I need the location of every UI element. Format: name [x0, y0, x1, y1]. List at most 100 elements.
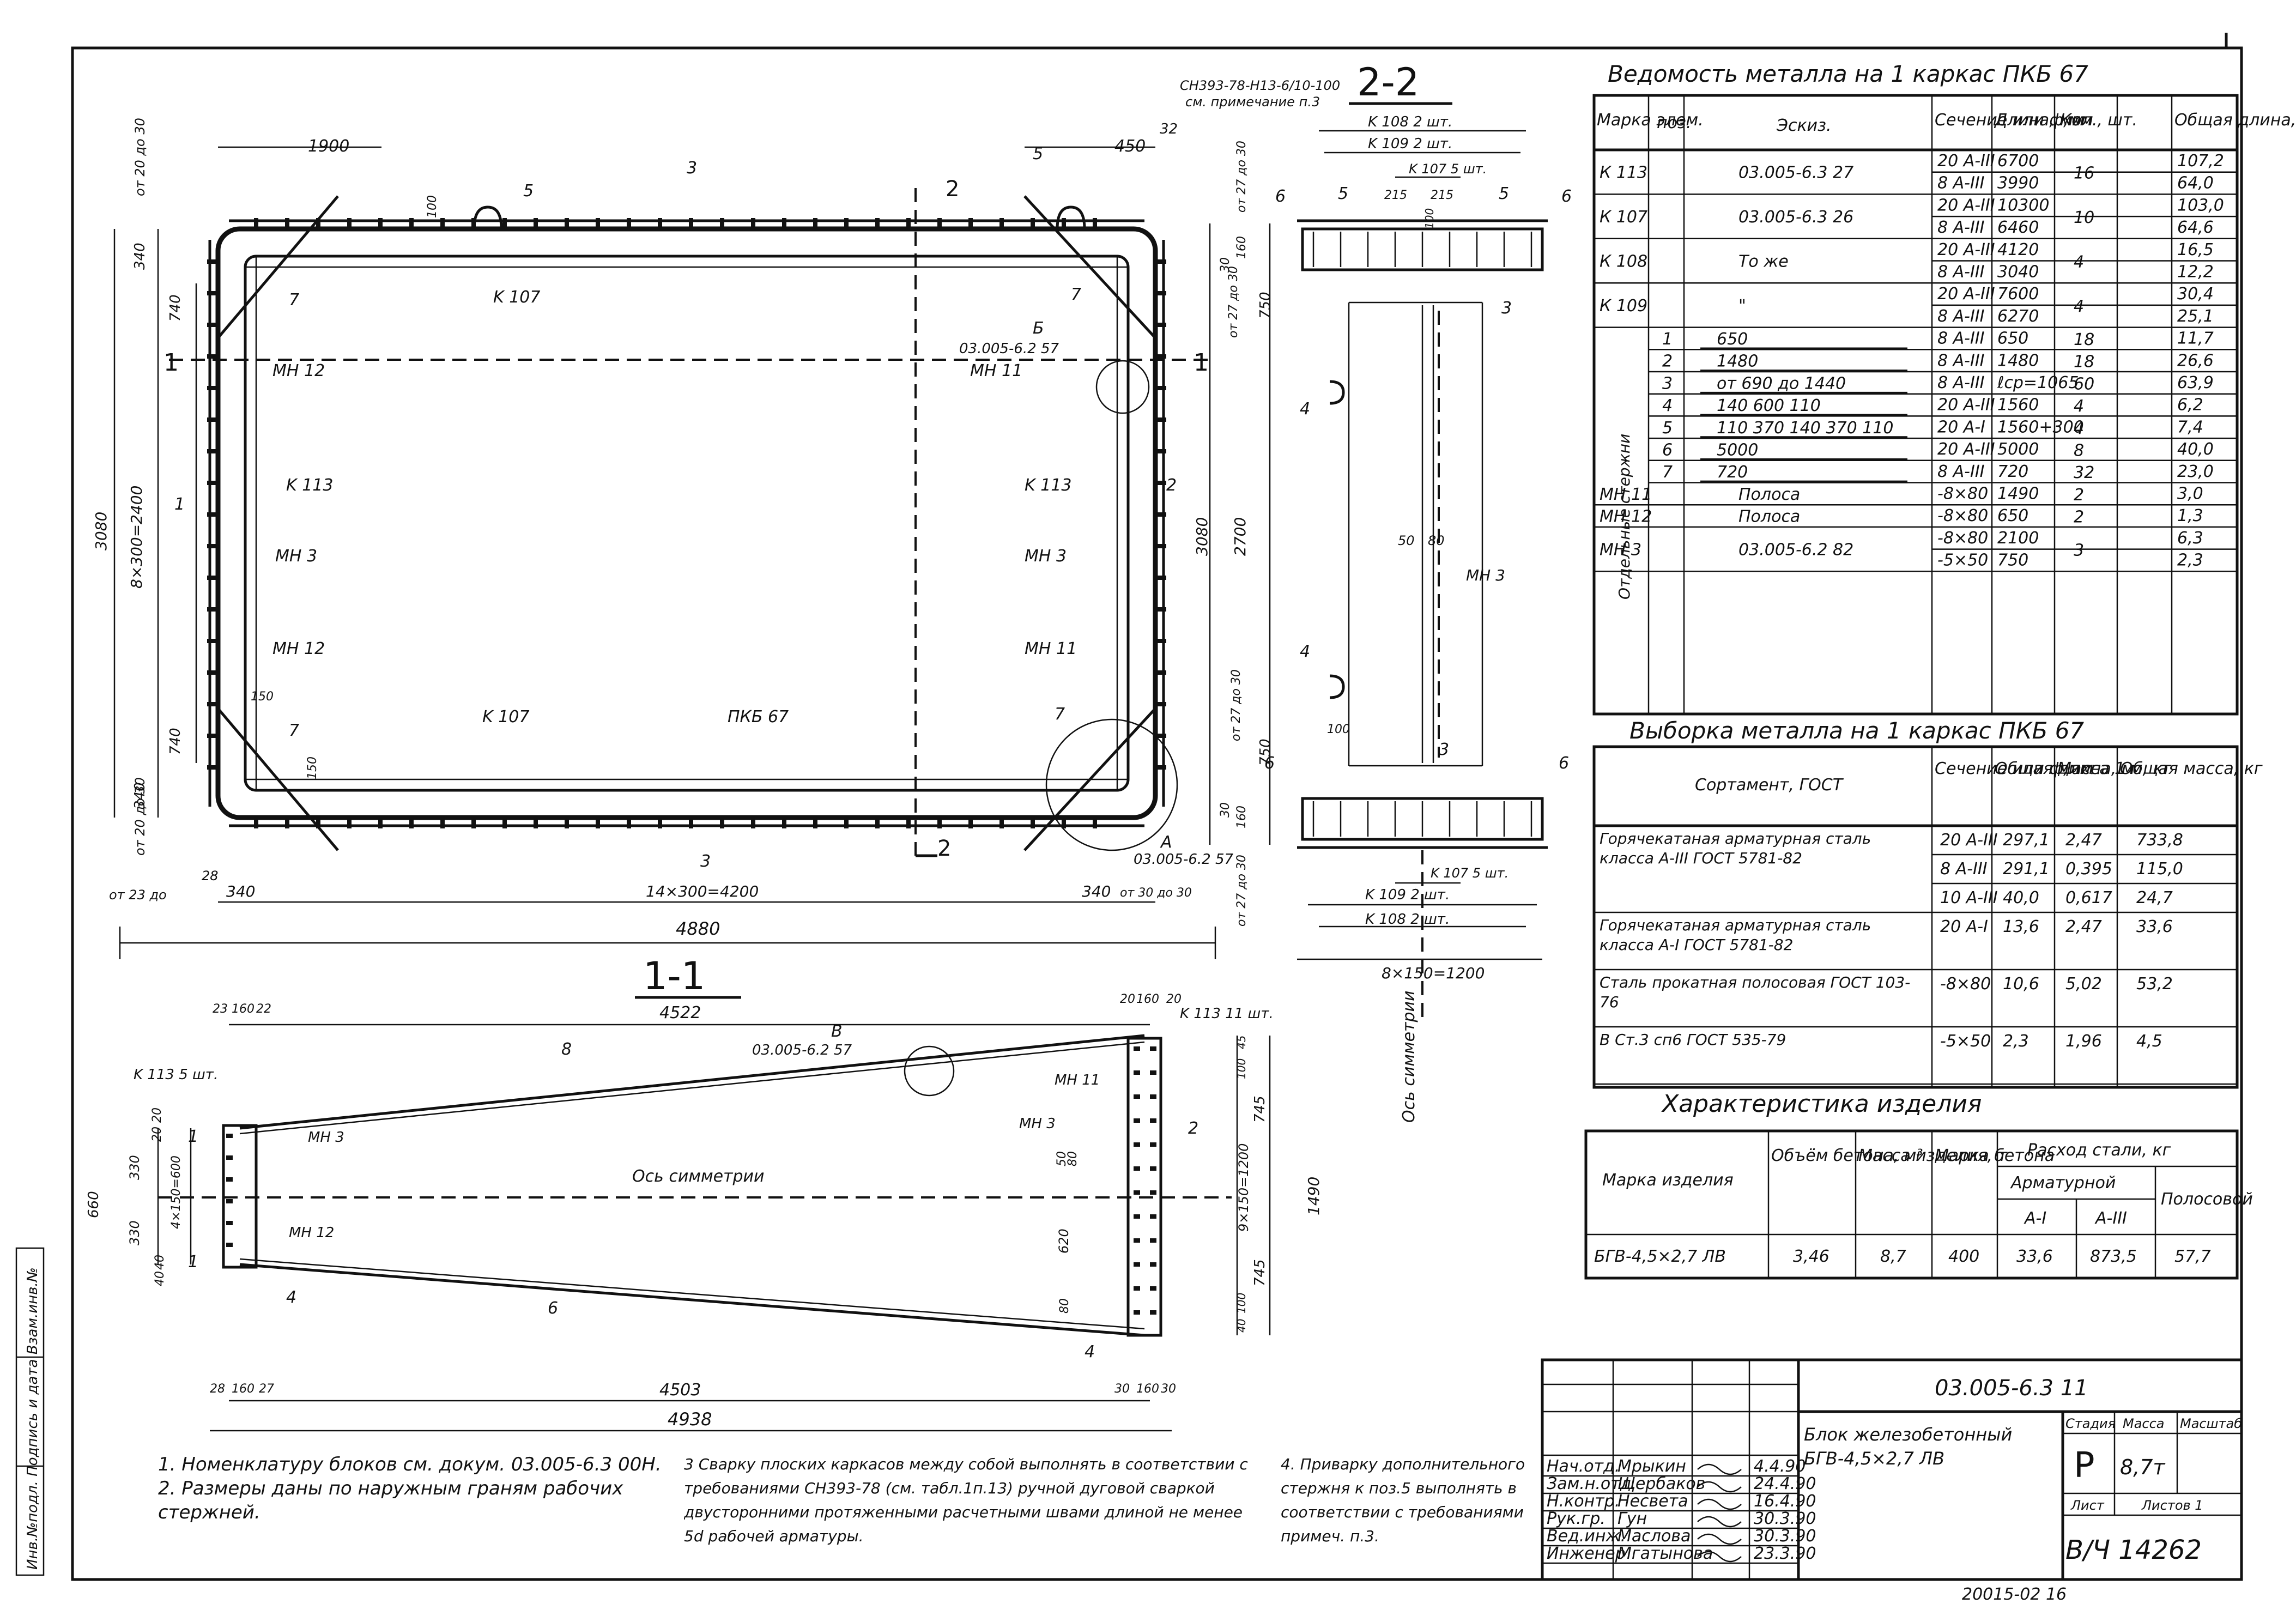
plan-dim-bottom-0: от 23 до: [109, 887, 167, 903]
metal-cell-qty: 10: [2074, 208, 2094, 227]
select-cell-section: -5×50: [1940, 1032, 1991, 1051]
rebar-tick: [316, 218, 320, 229]
select-cell-name: В Ст.3 сп6 ГОСТ 535-79: [1600, 1031, 1786, 1049]
sec22-tie-3: K 107 5 шт.: [1431, 866, 1509, 881]
column-tick: [1134, 1238, 1140, 1243]
char-row-a1: 33,6: [2016, 1247, 2053, 1266]
metal-cell-length: 1560: [1997, 396, 2039, 415]
select-cell-total: 4,5: [2136, 1032, 2162, 1051]
column-tick: [1150, 1166, 1156, 1171]
column-tick: [1150, 1094, 1156, 1099]
rebar-tick: [1062, 218, 1066, 229]
sec22-label-50: 50: [1398, 533, 1415, 548]
select-cell-section: 8 А-III: [1940, 860, 1988, 879]
sec22-left-2: 160: [1235, 236, 1249, 259]
plan-dim-left-1: 340: [132, 243, 148, 270]
sec11-l-100a: 100: [1235, 1058, 1248, 1079]
metal-cell-section: 20 А-III: [1937, 440, 1995, 459]
sec11-dt-23: 23: [213, 1002, 228, 1016]
rebar-tick: [207, 354, 218, 359]
metal-cell-section: 8 А-III: [1937, 329, 1985, 348]
plan-dim-bottom-4: 340: [1082, 882, 1111, 900]
sec11-l-20b: 20: [150, 1127, 164, 1142]
char-h-volume: Объём бетона, м³: [1771, 1146, 1923, 1165]
rebar-tick: [534, 218, 538, 229]
char-table-title: Характеристика изделия: [1661, 1090, 1982, 1118]
column-tick: [1134, 1214, 1140, 1219]
char-h-a3: А-III: [2094, 1209, 2127, 1228]
plan-section-2-top: 2: [946, 177, 959, 202]
select-h-section: Сечение или ф,мм: [1935, 759, 2093, 778]
sec11-dt-160b: 160: [1136, 992, 1159, 1006]
select-h-length: Общая длина, м: [1995, 759, 2134, 778]
metal-cell-total: 1,3: [2177, 506, 2203, 525]
select-cell-mass1: 2,47: [2065, 917, 2102, 936]
sec22-label-100: 100: [1327, 723, 1350, 736]
plan-dim-left-5: 740: [167, 728, 184, 755]
column-tick: [226, 1199, 233, 1203]
metal-cell-sketch: от 690 до 1440: [1717, 374, 1846, 393]
rebar-tick: [502, 818, 507, 828]
char-h-strip: Полосовой: [2161, 1190, 2253, 1209]
rebar-tick: [207, 323, 218, 327]
char-row-strip: 57,7: [2174, 1247, 2211, 1266]
metal-cell-length: 6460: [1997, 218, 2039, 237]
signature-scribble: [1697, 1533, 1742, 1545]
metal-cell-length: 1480: [1997, 351, 2039, 370]
select-cell-mass1: 5,02: [2065, 975, 2102, 994]
metal-cell-section: 20 А-III: [1937, 196, 1995, 215]
column-tick: [226, 1177, 233, 1182]
column-tick: [1150, 1070, 1156, 1075]
select-cell-mass1: 2,47: [2065, 831, 2102, 850]
rebar-tick: [875, 218, 880, 229]
metal-cell-length: 2100: [1997, 529, 2039, 548]
plan-dim-450: 450: [1114, 137, 1146, 156]
rebar-tick: [596, 218, 600, 229]
metal-cell-section: 20 А-III: [1937, 240, 1995, 259]
section-1-1: 1-1 23 160 22 4522 20 160 20 28 160 27 4…: [86, 954, 1323, 1432]
metal-cell-section: 8 А-III: [1937, 263, 1985, 282]
char-h-a1: А-I: [2024, 1209, 2046, 1228]
sec11-db-28: 28: [210, 1382, 225, 1396]
rebar-tick: [207, 417, 218, 422]
metal-cell-pos: 6: [1662, 440, 1673, 459]
metal-cell-length: 1560+300: [1997, 417, 2084, 437]
rebar-tick: [207, 576, 218, 580]
metal-cell-total: 23,0: [2177, 462, 2214, 481]
plan-pos-7a: 7: [289, 290, 299, 310]
sec22-bottom-dim: 8×150=1200: [1382, 964, 1485, 982]
metal-cell-length: 10300: [1997, 196, 2049, 215]
plan-dim-left-4: 3080: [92, 512, 110, 550]
plan-inner-frame: [244, 255, 1130, 792]
sec22-left-7: от 27 до 30: [1229, 669, 1243, 741]
role-name: Мгатынова: [1618, 1544, 1713, 1563]
metal-cell-mark: К 109: [1600, 296, 1647, 316]
plan-top-note-2: см. примечание п.3: [1185, 94, 1320, 110]
metal-h-section: Сечение или ф,мм: [1935, 111, 2093, 130]
char-h-rebar: Арматурной: [2010, 1173, 2116, 1193]
plan-mark-mn3-left: МН 3: [275, 547, 317, 566]
note-3: 3 Сварку плоских каркасов между собой вы…: [684, 1455, 1248, 1545]
rebar-tick: [285, 218, 289, 229]
sec11-db-4503: 4503: [659, 1381, 701, 1400]
sec11-l-40a: 40: [153, 1255, 167, 1270]
role-title: Инженер: [1547, 1544, 1626, 1563]
sec11-l-50: 50: [1055, 1151, 1069, 1166]
sec11-l-6: 6: [548, 1299, 558, 1318]
tb-stage: Р: [2074, 1445, 2095, 1486]
sec11-dt-160a: 160: [232, 1002, 255, 1016]
column-tick: [1150, 1238, 1156, 1243]
metal-cell-total: 6,2: [2177, 396, 2203, 415]
sec22-left-4: 750: [1257, 292, 1274, 319]
metal-table-title: Ведомость металла на 1 каркас ПКБ 67: [1608, 60, 2088, 87]
sec11-l-1b: 1: [188, 1252, 198, 1272]
callout-b-circle: [1095, 360, 1150, 414]
metal-cell-qty: 4: [2074, 397, 2084, 416]
sheet-frame: [71, 46, 2243, 1581]
sec11-callout-circle: [904, 1045, 955, 1097]
plan-mark-mn3-right: МН 3: [1025, 547, 1067, 566]
metal-cell-length: 6700: [1997, 152, 2039, 171]
char-row-mass: 8,7: [1880, 1247, 1906, 1266]
rebar-tick: [1031, 818, 1035, 828]
